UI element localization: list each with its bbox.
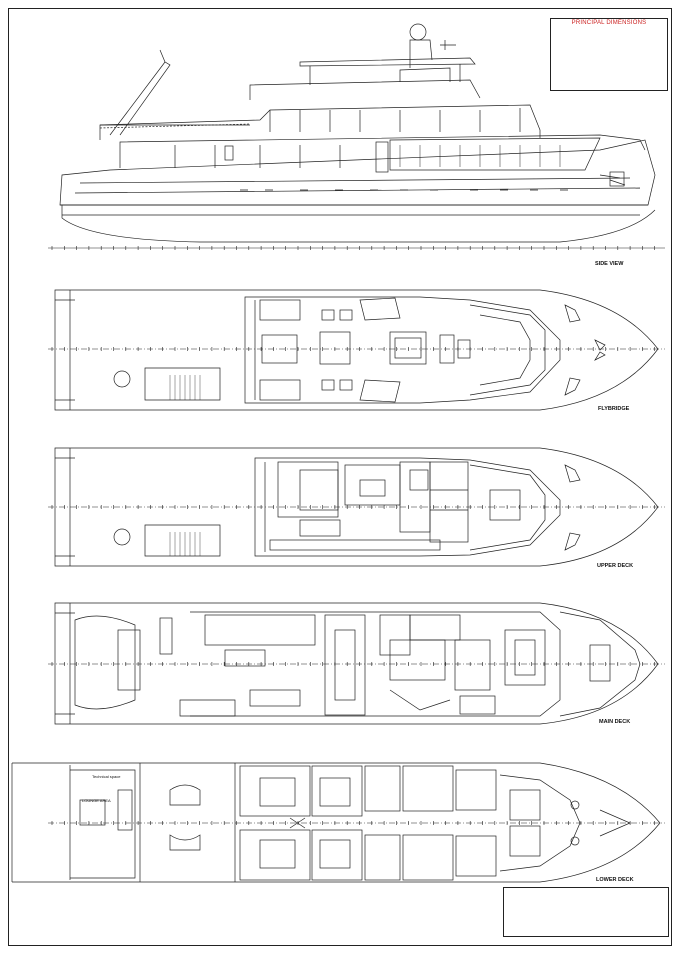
side-view-label: SIDE VIEW [595,261,624,267]
technical-space-label: Technical space [92,774,121,779]
upper-deck-label: UPPER DECK [597,563,634,569]
main-deck-plan [54,602,659,725]
flybridge-label: FLYBRIDGE [598,406,630,412]
lounge-area-label: LOUNGE AREA [82,798,111,803]
upper-deck-plan [54,447,659,567]
lower-deck-label: LOWER DECK [596,877,634,883]
main-deck-label: MAIN DECK [599,719,631,725]
lower-deck-plan [11,762,661,883]
principal-dimensions-title: PRINCIPAL DIMENSIONS [571,20,647,26]
principal-dimensions-box: PRINCIPAL DIMENSIONS [550,18,668,91]
flybridge-plan [54,289,659,411]
sheet-border [8,8,672,946]
station-ticks [51,246,656,825]
side-view-profile [59,23,656,243]
title-block [503,887,669,937]
